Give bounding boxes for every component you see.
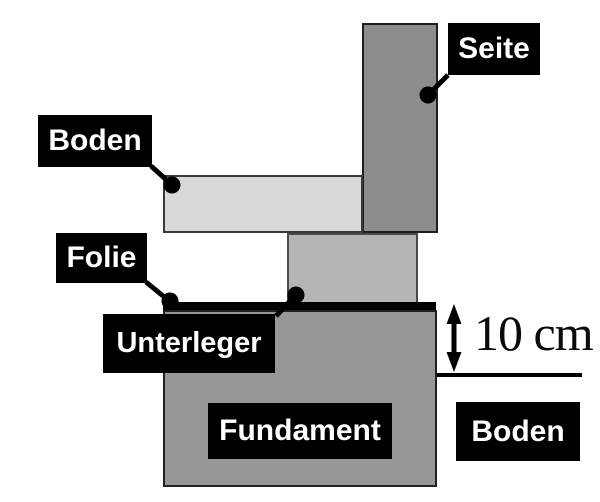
dimension-arrow-head-bottom — [446, 352, 462, 372]
unterleger-label: Unterleger — [103, 314, 275, 373]
fundament-label: Fundament — [208, 403, 392, 459]
boden-bottom-label: Boden — [456, 402, 580, 461]
dimension-arrow-head-top — [446, 304, 462, 324]
side-panel-shape — [362, 23, 438, 233]
folie-label: Folie — [56, 233, 147, 283]
dimension-text: 10 cm — [474, 305, 594, 361]
floor-panel-shape — [163, 175, 363, 233]
underlay-block-shape — [287, 233, 418, 304]
foil-bar-shape — [163, 302, 436, 310]
seite-label: Seite — [448, 23, 540, 75]
folie-connector-line — [144, 280, 170, 302]
boden-top-label: Boden — [38, 115, 152, 167]
